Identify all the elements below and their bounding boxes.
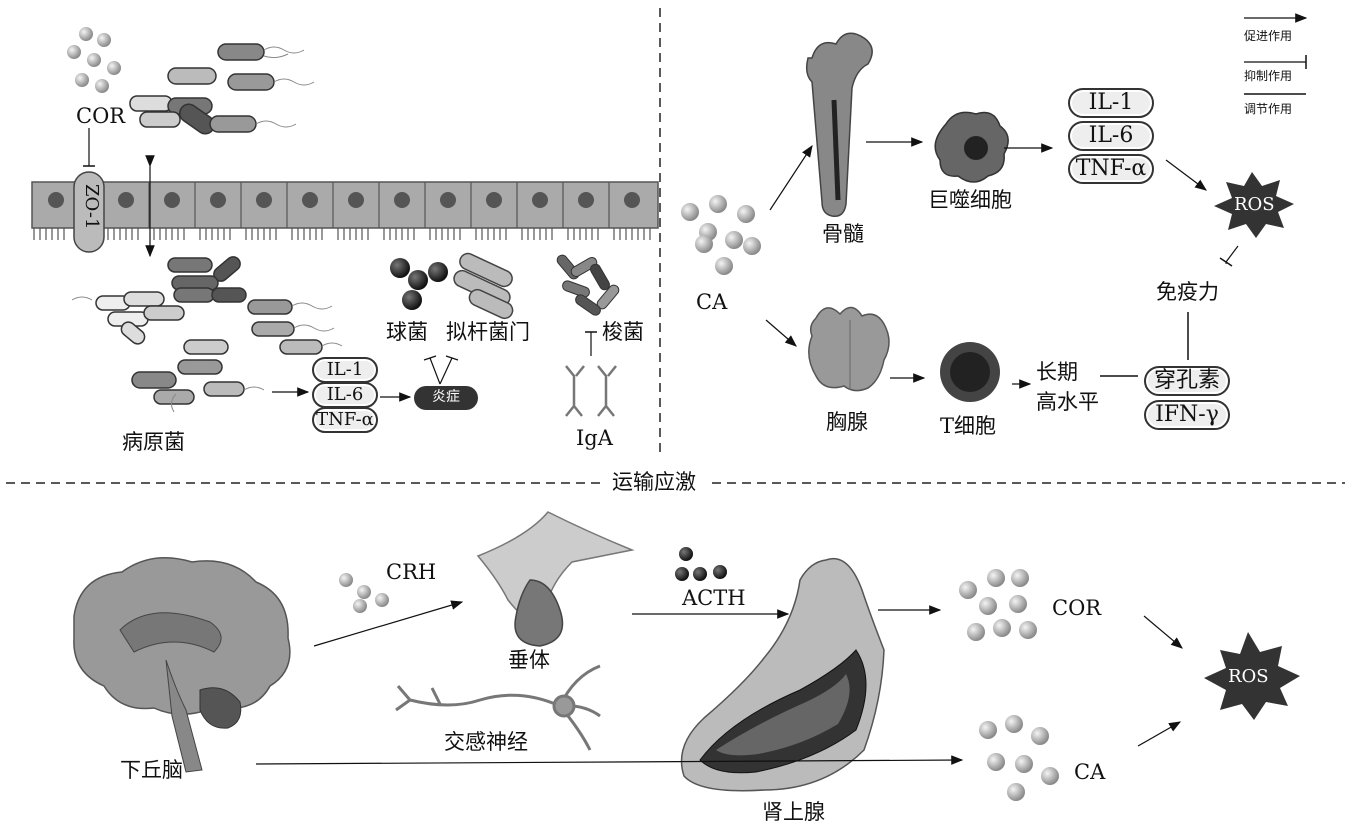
cocci-cluster bbox=[390, 258, 448, 310]
legend-inhibit: 抑制作用 bbox=[1244, 69, 1293, 83]
sympathetic-neuron-illustration bbox=[395, 664, 601, 751]
gut-cytokine-tnf: TNF-α bbox=[312, 407, 378, 433]
bacteria-top bbox=[129, 43, 315, 135]
ifn-gamma-pill: IFN-γ bbox=[1144, 400, 1230, 430]
transport-stress-title: 运输应激 bbox=[612, 470, 696, 494]
long-term-label: 长期 bbox=[1036, 360, 1078, 384]
epithelium-cells bbox=[31, 171, 659, 253]
fusobacterium-label: 梭菌 bbox=[602, 320, 644, 344]
cor-particles-bottom bbox=[959, 569, 1037, 641]
pituitary-label: 垂体 bbox=[508, 648, 550, 672]
perforin-pill: 穿孔素 bbox=[1144, 366, 1230, 396]
ca-particles-bottom bbox=[979, 715, 1059, 801]
inflammation-inhibit-lines bbox=[423, 355, 459, 385]
immunity-label: 免疫力 bbox=[1156, 280, 1219, 304]
t-cell-label: T细胞 bbox=[940, 414, 997, 438]
pathogen-label: 病原菌 bbox=[122, 430, 185, 454]
immune-cytokine-il6: IL-6 bbox=[1068, 121, 1154, 151]
bacteroidetes-label: 拟杆菌门 bbox=[446, 320, 530, 344]
ros-burst-top bbox=[1214, 172, 1294, 238]
hypothalamus-label: 下丘脑 bbox=[120, 758, 183, 782]
cor-particles bbox=[67, 27, 121, 93]
thymus-label: 胸腺 bbox=[826, 410, 868, 434]
zo1-protein bbox=[73, 171, 105, 253]
adrenal-illustration bbox=[680, 557, 885, 792]
crh-particles bbox=[339, 573, 389, 613]
bacteroidetes-rods bbox=[453, 252, 514, 320]
gut-cor-label: COR bbox=[76, 104, 126, 128]
pathogen-bacteria bbox=[71, 256, 343, 413]
cocci-label: 球菌 bbox=[386, 320, 428, 344]
ros-bottom-label: ROS bbox=[1228, 666, 1269, 687]
brain-illustration bbox=[73, 557, 291, 773]
bone-marrow-illustration bbox=[805, 32, 873, 217]
legend-promote: 促进作用 bbox=[1244, 29, 1293, 43]
crh-label: CRH bbox=[386, 560, 437, 584]
stress-ca-label: CA bbox=[1074, 760, 1106, 784]
stress-cor-label: COR bbox=[1052, 596, 1102, 620]
bone-marrow-label: 骨髓 bbox=[822, 222, 864, 246]
acth-particles bbox=[675, 547, 727, 581]
legend bbox=[1244, 13, 1308, 95]
sympathetic-label: 交感神经 bbox=[444, 730, 528, 754]
zo1-label: ZO-1 bbox=[81, 184, 102, 230]
inflammation-label: 炎症 bbox=[432, 389, 460, 405]
t-cell bbox=[940, 342, 1000, 402]
thymus-illustration bbox=[808, 306, 890, 392]
ca-particles-top bbox=[681, 195, 761, 275]
ros-top-label: ROS bbox=[1234, 194, 1275, 215]
immune-cytokine-il1: IL-1 bbox=[1068, 88, 1154, 118]
adrenal-label: 肾上腺 bbox=[762, 800, 825, 824]
iga-antibodies bbox=[565, 365, 617, 417]
inflammation-badge bbox=[414, 386, 478, 410]
iga-label: IgA bbox=[576, 426, 613, 450]
legend-regulate: 调节作用 bbox=[1244, 102, 1293, 116]
high-level-label: 高水平 bbox=[1036, 390, 1099, 414]
pituitary-illustration bbox=[476, 511, 635, 647]
gut-cytokine-il6: IL-6 bbox=[312, 382, 378, 408]
ros-burst-bottom bbox=[1204, 632, 1300, 720]
macrophage-cell bbox=[934, 111, 1009, 183]
immune-ca-label: CA bbox=[696, 290, 728, 314]
fusobacterium-cluster bbox=[556, 254, 620, 316]
acth-label: ACTH bbox=[682, 586, 746, 610]
macrophage-label: 巨噬细胞 bbox=[928, 188, 1012, 212]
gut-cytokine-il1: IL-1 bbox=[312, 357, 378, 383]
immune-cytokine-tnf: TNF-α bbox=[1068, 154, 1154, 184]
